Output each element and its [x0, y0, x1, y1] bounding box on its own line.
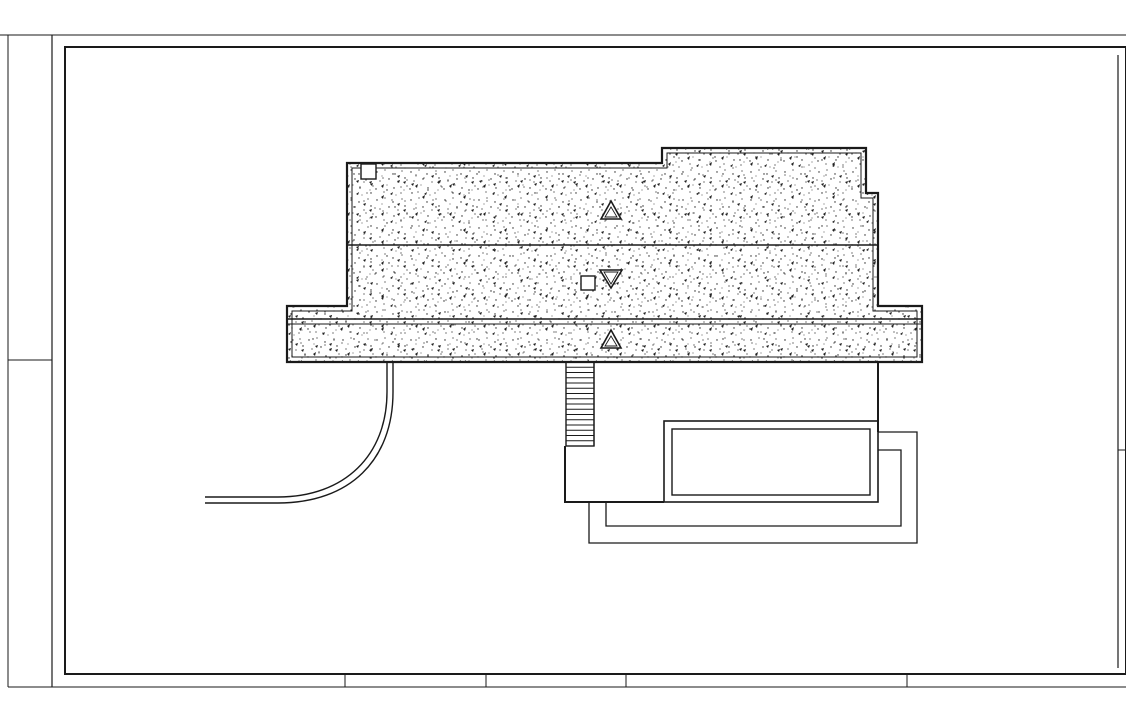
pool: [663, 420, 879, 503]
staircase: [565, 361, 595, 447]
roof-slab: [285, 146, 924, 364]
slope-marker-up-2: [599, 328, 623, 349]
curved-walkway: [205, 362, 394, 504]
terrace-outline: [564, 362, 879, 503]
sheet-frame: [0, 34, 1126, 688]
pool-deck-outline: [588, 431, 918, 544]
slope-marker-down: [598, 269, 624, 290]
roof-drain-marker: [580, 275, 596, 291]
slope-marker-up-1: [599, 199, 623, 220]
